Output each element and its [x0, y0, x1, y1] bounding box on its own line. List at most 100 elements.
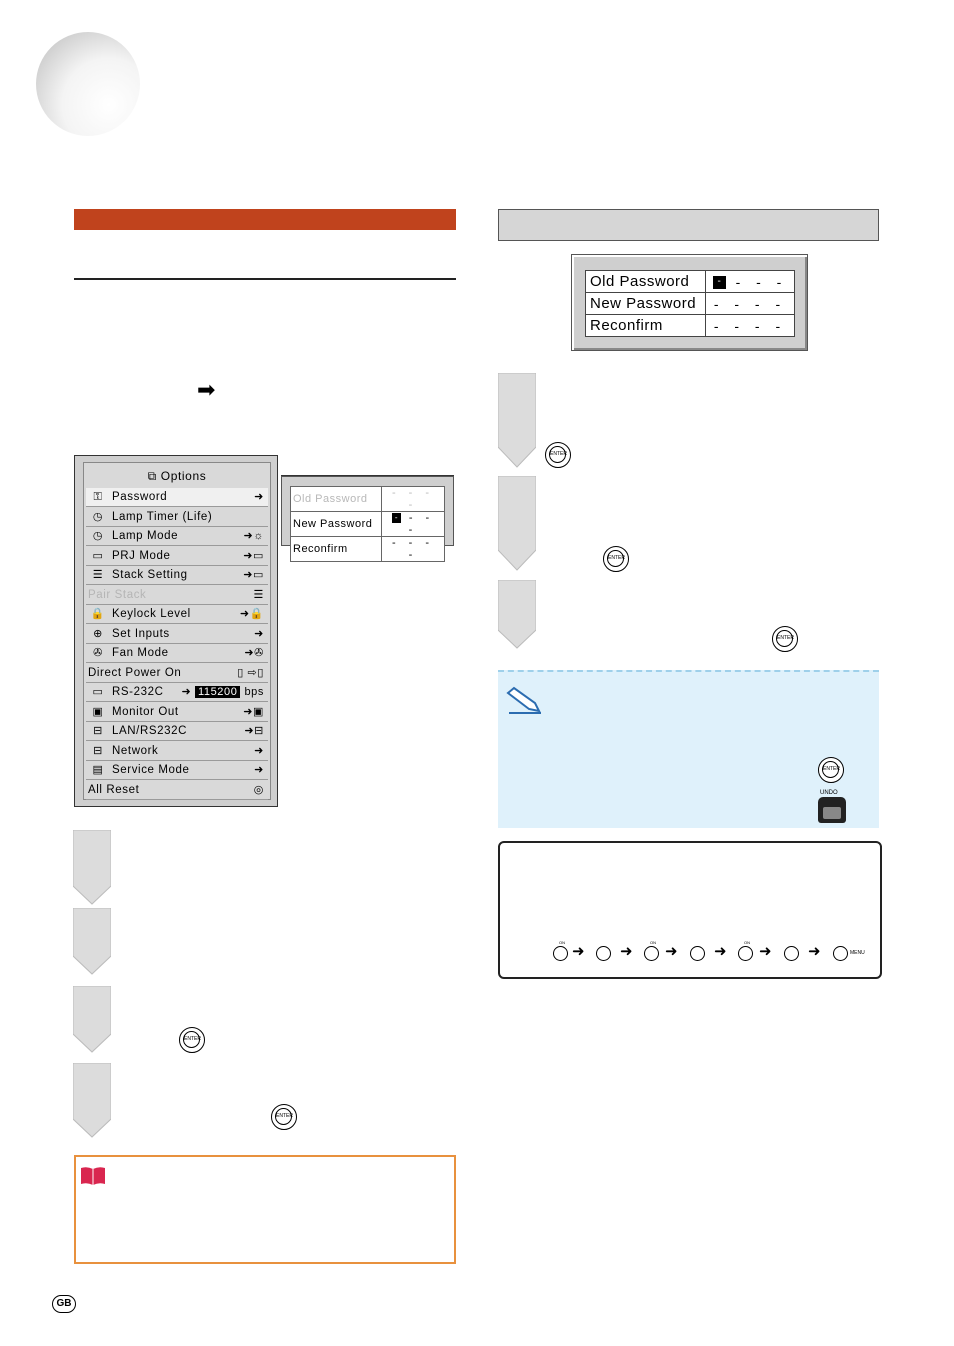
power-on-button-icon	[553, 946, 568, 961]
enter-button-icon: ENTER	[271, 1104, 297, 1130]
menu-item-value: ➜▭	[243, 569, 264, 581]
service-mode-icon: ▤	[92, 764, 104, 776]
menu-item-value: ➜✇	[244, 647, 264, 659]
menu-item-value: ➜	[254, 744, 264, 757]
arrow-right-icon: ➜	[572, 943, 585, 960]
arrow-right-icon: ➜	[665, 943, 678, 960]
prj-mode-icon: ▭	[92, 549, 104, 562]
menu-item[interactable]: ◷Lamp Mode➜☼	[86, 527, 268, 546]
network-icon: ⊟	[93, 744, 103, 757]
input-cursor: -	[391, 513, 401, 524]
menu-item-label: Keylock Level	[112, 608, 191, 620]
fan-icon: ✇	[93, 647, 103, 659]
baud-rate-unit: bps	[244, 686, 264, 698]
rs232c-icon: ▭	[92, 686, 104, 698]
step-tab-r3	[498, 580, 536, 650]
menu-item[interactable]: Pair Stack☰	[86, 586, 268, 605]
step-tab-1	[73, 830, 111, 906]
region-badge: GB	[52, 1295, 76, 1313]
note-box	[498, 670, 879, 828]
menu-item[interactable]: Direct Power On ▯ ⇨▯	[86, 664, 268, 683]
power-on-button-icon	[644, 946, 659, 961]
menu-item[interactable]: ▭ PRJ Mode ➜▭	[86, 547, 268, 566]
menu-item-value: ➜	[254, 491, 264, 503]
menu-item[interactable]: ⊟ LAN/RS232C ➜⊟	[86, 722, 268, 741]
menu-item[interactable]: ▤Service Mode➜	[86, 761, 268, 780]
menu-item-label: LAN/RS232C	[112, 725, 188, 737]
section-heading-bar	[74, 209, 456, 230]
menu-item-label: Lamp Mode	[112, 530, 179, 542]
options-menu: ⧉ Options ⚿Password➜◷Lamp Timer (Life)◷L…	[74, 455, 278, 807]
menu-item[interactable]: All Reset ◎	[86, 781, 268, 800]
menu-item-label: PRJ Mode	[112, 549, 171, 562]
lan-icon: ⊟	[93, 725, 103, 737]
menu-item[interactable]: ⊕ Set Inputs ➜	[86, 625, 268, 644]
important-info-box	[74, 1155, 456, 1264]
enter-button-icon: ENTER	[818, 757, 844, 783]
step-tab-4	[73, 1063, 111, 1139]
password-table: Old Password - - - - New Password - - - …	[585, 270, 795, 337]
new-password-dialog: Old Password - - - - New Password - - - …	[281, 476, 454, 562]
menu-item[interactable]: ⊟ Network ➜	[86, 742, 268, 761]
menu-item-label: Network	[112, 744, 159, 757]
password-row-old[interactable]: Old Password - - - -	[585, 270, 795, 293]
arrow-right-icon: ➜	[181, 686, 195, 698]
menu-item-label: All Reset	[88, 783, 140, 796]
sub-row-new-password[interactable]: New Password - - - -	[290, 511, 445, 537]
menu-item-value: ➜⊟	[244, 725, 264, 737]
monitor-out-icon: ▣	[92, 705, 104, 718]
options-menu-panel: ⧉ Options ⚿Password➜◷Lamp Timer (Life)◷L…	[83, 462, 271, 800]
menu-item[interactable]: ⚿ Password ➜	[86, 488, 268, 507]
menu-item-label: Fan Mode	[112, 647, 169, 659]
password-row-new[interactable]: New Password - - - -	[585, 292, 795, 315]
options-icon: ⧉	[147, 469, 157, 483]
pencil-note-icon	[506, 686, 541, 714]
menu-item-label: Stack Setting	[112, 569, 188, 581]
sub-row-reconfirm[interactable]: Reconfirm - - - -	[290, 536, 445, 562]
header-circle-decoration	[36, 32, 140, 136]
menu-item[interactable]: ◷Lamp Timer (Life)	[86, 508, 268, 527]
menu-item[interactable]: 🔒Keylock Level➜🔒	[86, 605, 268, 624]
menu-item-label: Lamp Timer (Life)	[112, 510, 213, 523]
step-tab-r2	[498, 476, 536, 572]
arrow-right-icon: ➜	[620, 943, 633, 960]
enter-button-icon: ENTER	[772, 626, 798, 652]
menu-item-label: Set Inputs	[112, 627, 170, 640]
power-on-button-icon	[738, 946, 753, 961]
menu-item-value: ◎	[253, 783, 264, 796]
menu-item-value: ▯ ⇨▯	[237, 666, 264, 679]
menu-item-label: Password	[112, 491, 168, 503]
book-icon	[81, 1167, 105, 1185]
new-password-table: Old Password - - - - New Password - - - …	[290, 486, 445, 562]
undo-label: UNDO	[820, 790, 838, 796]
options-menu-title: ⧉ Options	[147, 469, 207, 483]
menu-item-value: ➜▭	[243, 549, 264, 562]
menu-item-value: ➜	[254, 627, 264, 640]
keylock-icon: 🔒	[90, 608, 106, 620]
baud-rate-value: 115200	[194, 686, 241, 698]
arrow-right-icon: ➜	[714, 943, 727, 960]
menu-item-label: Service Mode	[112, 764, 190, 776]
menu-item-label: RS-232C	[112, 686, 164, 698]
enter-button-icon: ENTER	[179, 1027, 205, 1053]
arrow-right-icon: ➜	[759, 943, 772, 960]
enter-button-icon	[690, 946, 705, 961]
stack-setting-icon: ☰	[92, 569, 104, 581]
menu-item-label: Direct Power On	[88, 666, 182, 679]
menu-item[interactable]: ☰ Stack Setting ➜▭	[86, 566, 268, 585]
heading-rule	[74, 278, 456, 280]
menu-item-value: ☰	[253, 588, 264, 601]
input-cursor: -	[712, 276, 726, 290]
enter-button-icon: ENTER	[603, 546, 629, 572]
menu-item[interactable]: ✇ Fan Mode ➜✇	[86, 644, 268, 663]
menu-item[interactable]: ▣Monitor Out➜▣	[86, 703, 268, 722]
set-inputs-icon: ⊕	[93, 627, 103, 640]
menu-item-value: ➜☼	[243, 530, 264, 542]
key-icon: ⚿	[93, 491, 103, 503]
step-tab-r1	[498, 373, 536, 469]
password-dialog: Old Password - - - - New Password - - - …	[571, 254, 808, 351]
enter-button-icon: ENTER	[545, 442, 571, 468]
password-row-reconfirm[interactable]: Reconfirm - - - -	[585, 314, 795, 337]
